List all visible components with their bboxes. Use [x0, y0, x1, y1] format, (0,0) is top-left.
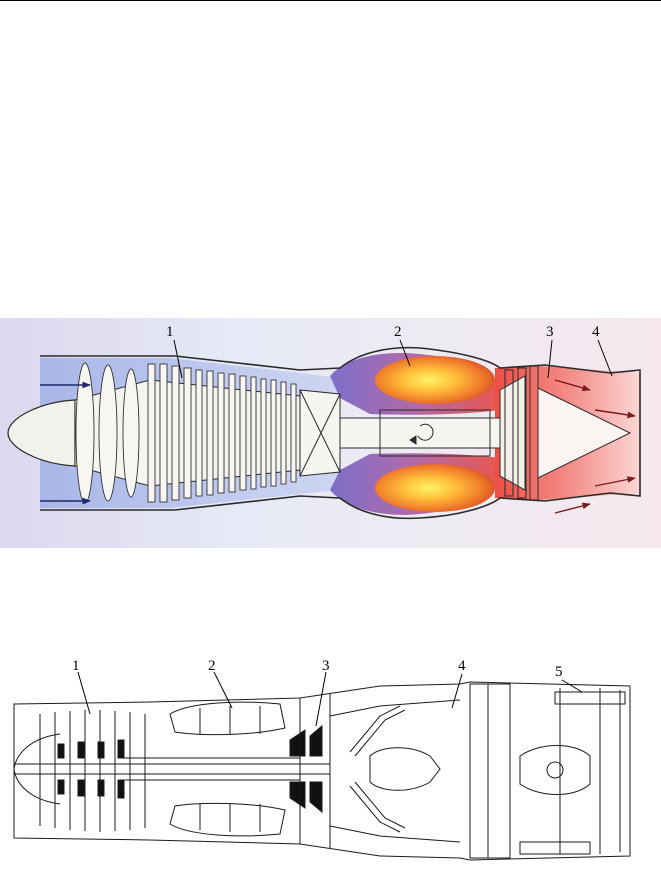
nose-cone: [7, 399, 76, 467]
central-fairing: [369, 747, 441, 791]
fuel-lines: [349, 705, 406, 833]
nozzle-section: [519, 688, 626, 855]
compressor-blades: [75, 362, 297, 504]
flame-upper: [375, 356, 495, 404]
figure2-label-3: 3: [322, 658, 330, 674]
afterburner-ring: [469, 683, 511, 859]
figure1-leader-lines: [173, 339, 613, 379]
main-shaft: [14, 757, 330, 781]
engine-shaft: [299, 389, 501, 477]
turbojet-color-cutaway-figure: 1 2 3 4: [0, 318, 661, 548]
figure2-label-2: 2: [208, 658, 216, 674]
figure1-label-1: 1: [166, 324, 174, 340]
figure2-label-1: 1: [72, 658, 80, 674]
page-top-rule: [0, 0, 661, 1]
figure1-label-4: 4: [592, 324, 600, 340]
combustor-hatching: [199, 706, 261, 832]
combustor-upper: [169, 701, 286, 736]
jet-pipe-diffuser: [329, 699, 461, 843]
inlet-nose: [13, 733, 61, 805]
turbine-blades: [499, 365, 539, 501]
exhaust-cone: [537, 387, 632, 479]
figure1-label-2: 2: [394, 324, 402, 340]
figure2-leader-lines: [77, 671, 583, 727]
exhaust-arrows: [554, 379, 636, 514]
combustor-lower: [169, 802, 286, 837]
compressor-disks: [57, 739, 125, 799]
turbine-section: [289, 724, 323, 814]
flame-lower: [375, 464, 495, 512]
outer-casing: [13, 681, 631, 861]
figure1-label-3: 3: [546, 324, 554, 340]
engine-casing: [40, 346, 641, 520]
airflow-arrows: [40, 381, 91, 505]
compressor-stages: [39, 710, 146, 832]
figure2-label-5: 5: [555, 664, 563, 680]
figure2-label-4: 4: [458, 658, 466, 674]
turbojet-line-drawing-figure: 1 2 3 4 5: [13, 658, 631, 861]
